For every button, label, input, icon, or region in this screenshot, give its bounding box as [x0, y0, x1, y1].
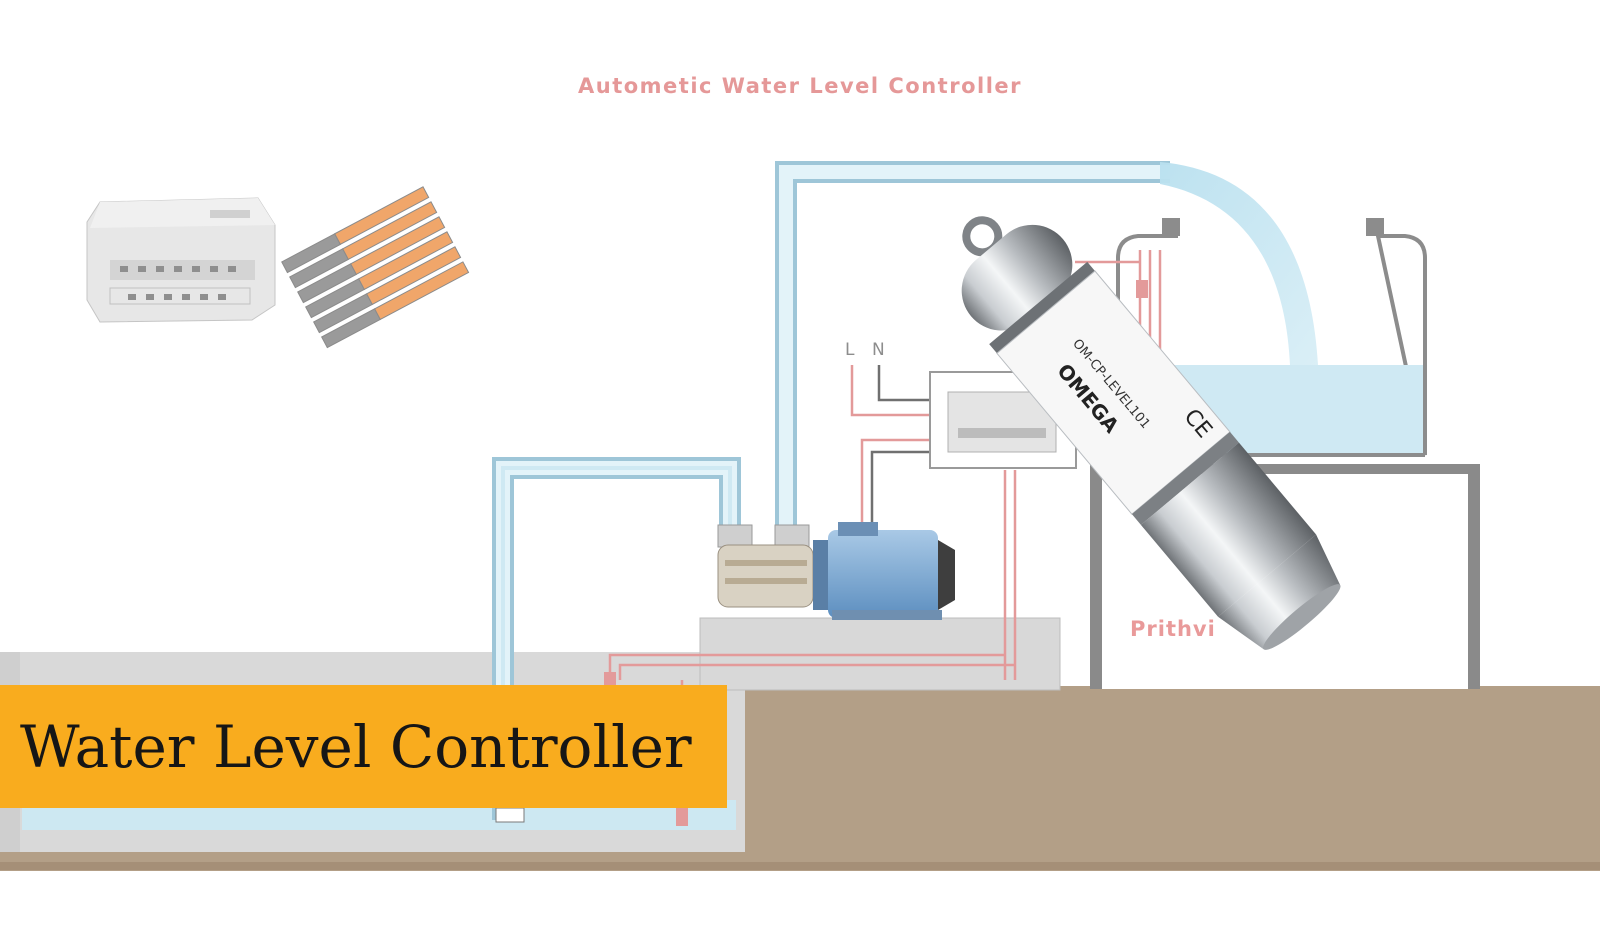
water-pump: [717, 522, 955, 620]
wire-label-n: N: [872, 340, 885, 360]
banner-title: Water Level Controller: [20, 712, 692, 781]
controller-box: [929, 371, 1077, 469]
controller-unit-image: [86, 197, 276, 323]
wire-label-l: L: [845, 340, 855, 360]
sensor-probes-image: [281, 186, 470, 349]
diagram-title: Autometic Water Level Controller: [578, 74, 1022, 98]
omega-level-sensor: OM-CP-LEVEL101 OMEGA CE: [961, 216, 1341, 650]
control-wires: [604, 250, 1162, 826]
brand-label: Prithvi: [1130, 617, 1216, 641]
title-banner: Water Level Controller: [0, 685, 727, 808]
water-stream: [1160, 162, 1318, 365]
